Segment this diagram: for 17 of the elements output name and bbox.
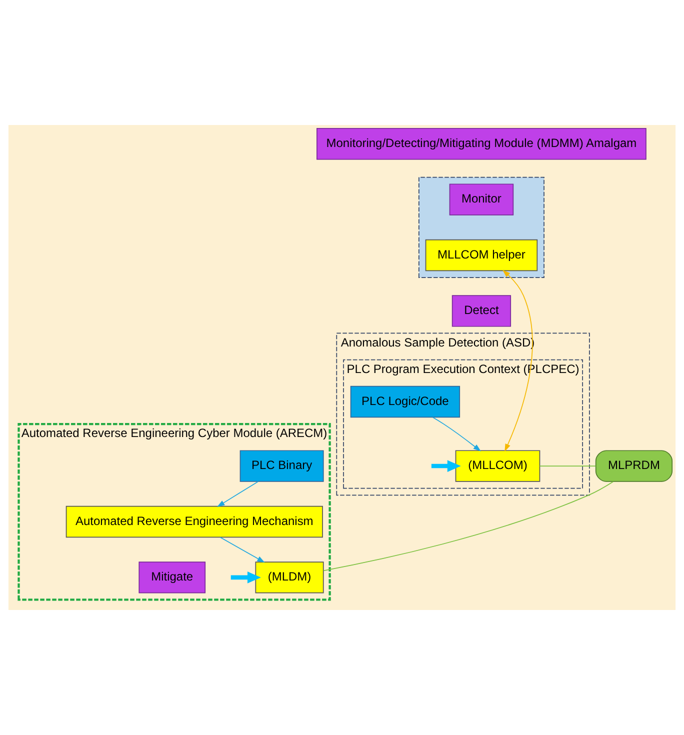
node-box: MLLCOM helper xyxy=(425,239,538,272)
arrow xyxy=(216,481,259,507)
node-box: Monitoring/Detecting/Mitigating Module (MDMM) Amalgam xyxy=(316,128,646,160)
node-box: Monitor xyxy=(449,184,514,216)
arrow xyxy=(432,416,481,452)
arrow xyxy=(502,270,533,452)
node-box: Mitigate xyxy=(138,562,206,594)
node-box: MLPRDM xyxy=(595,450,673,482)
node-box: PLC Logic/Code xyxy=(350,386,460,418)
node-box: (MLDM) xyxy=(255,562,324,594)
node-box: Automated Reverse Engineering Mechanism xyxy=(66,506,323,538)
node-box: PLC Binary xyxy=(240,450,324,482)
node-box: Detect xyxy=(452,295,512,327)
arrow xyxy=(220,536,265,563)
node-box: (MLLCOM) xyxy=(455,450,540,482)
arrow xyxy=(230,572,261,584)
arrow xyxy=(431,460,461,472)
